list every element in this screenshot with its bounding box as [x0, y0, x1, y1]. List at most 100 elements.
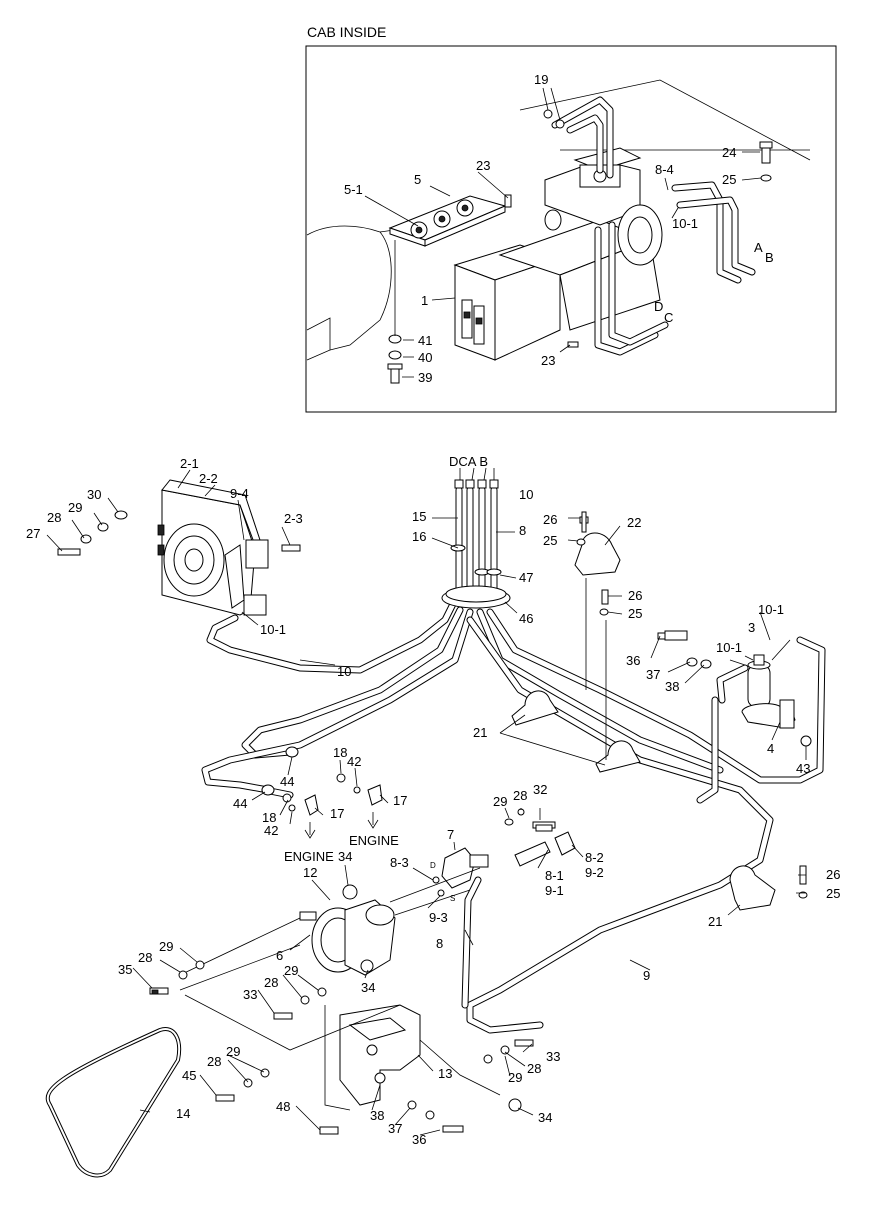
callout-34-bottom: 34	[538, 1110, 552, 1125]
callout-10-1-mid: 10-1	[716, 640, 742, 655]
callout-3: 3	[748, 620, 755, 635]
callout-8-4: 8-4	[655, 162, 674, 177]
callout-6: 6	[276, 948, 283, 963]
fittings-left	[57, 510, 383, 839]
receiver-drier-3	[729, 639, 796, 729]
main-callouts: 2-1 2-2 9-4 2-3 30 29 28 27 10-1 10 DCA …	[26, 454, 840, 1147]
blower-housing	[544, 147, 663, 266]
main-leaders	[46, 467, 807, 1136]
callout-35: 35	[118, 962, 132, 977]
callout-24: 24	[722, 145, 736, 160]
refrigerant-lines	[201, 486, 826, 1034]
callout-40: 40	[418, 350, 432, 365]
callout-39: 39	[418, 370, 432, 385]
callout-5: 5	[414, 172, 421, 187]
callout-47: 47	[519, 570, 533, 585]
port-d-label: D	[430, 861, 436, 870]
callout-8-1: 8-1	[545, 868, 564, 883]
callout-36-bottom: 36	[412, 1132, 426, 1147]
callout-37-drier: 37	[646, 667, 660, 682]
callout-4: 4	[767, 741, 774, 756]
callout-38-drier: 38	[665, 679, 679, 694]
port-s-label: S	[450, 894, 455, 903]
callout-29-right: 29	[508, 1070, 522, 1085]
callout-28: 28	[47, 510, 61, 525]
callout-28-lower: 28	[138, 950, 152, 965]
callout-9-1: 9-1	[545, 883, 564, 898]
callout-8-3: 8-3	[390, 855, 409, 870]
callout-21-top: 21	[473, 725, 487, 740]
callout-2-2: 2-2	[199, 471, 218, 486]
callout-14: 14	[176, 1106, 190, 1121]
callout-30: 30	[87, 487, 101, 502]
callout-25-clamp: 25	[543, 533, 557, 548]
callout-8: 8	[519, 523, 526, 538]
callout-18-top: 18	[333, 745, 347, 760]
callout-28-mid: 28	[513, 788, 527, 803]
callout-1: 1	[421, 293, 428, 308]
callout-29-lower: 29	[159, 939, 173, 954]
callout-26-clamp: 26	[543, 512, 557, 527]
callout-2-3: 2-3	[284, 511, 303, 526]
callout-28-comp: 28	[264, 975, 278, 990]
callout-19: 19	[534, 72, 548, 87]
callout-16: 16	[412, 529, 426, 544]
callout-5-1: 5-1	[344, 182, 363, 197]
callout-22: 22	[627, 515, 641, 530]
callout-41: 41	[418, 333, 432, 348]
cab-outline	[306, 221, 451, 361]
compressor-6	[179, 867, 481, 991]
callout-2-1: 2-1	[180, 456, 199, 471]
control-panel-5	[388, 195, 507, 247]
callout-29-belt: 29	[226, 1044, 240, 1059]
callout-21-right: 21	[708, 914, 722, 929]
callout-46: 46	[519, 611, 533, 626]
callout-44-top: 44	[280, 774, 294, 789]
callout-18-left: 18	[262, 810, 276, 825]
engine-label-left: ENGINE	[284, 849, 334, 864]
evaporator-unit	[157, 479, 269, 616]
inset-hoses	[551, 96, 756, 356]
engine-label-right: ENGINE	[349, 833, 399, 848]
fitting-7-assembly: D S	[430, 808, 576, 903]
callout-13: 13	[438, 1066, 452, 1081]
callout-37-bottom: 37	[388, 1121, 402, 1136]
callout-25: 25	[722, 172, 736, 187]
callout-42-left: 42	[264, 823, 278, 838]
callout-10-1-evap: 10-1	[260, 622, 286, 637]
callout-44-left: 44	[233, 796, 247, 811]
port-label-c: C	[664, 310, 673, 325]
callout-28-belt: 28	[207, 1054, 221, 1069]
clamp-22	[574, 532, 621, 760]
callout-33-right: 33	[546, 1049, 560, 1064]
callout-48: 48	[276, 1099, 290, 1114]
inset-frame	[305, 45, 837, 413]
callout-25-right: 25	[826, 886, 840, 901]
cab-inside-inset: CAB INSIDE	[305, 24, 837, 413]
callout-17-right: 17	[393, 793, 407, 808]
callout-10-1: 10-1	[672, 216, 698, 231]
callout-26-drier: 26	[628, 588, 642, 603]
callout-10-pipe: 10	[519, 487, 533, 502]
callout-28-right: 28	[527, 1061, 541, 1076]
callout-32: 32	[533, 782, 547, 797]
callout-27: 27	[26, 526, 40, 541]
port-label-b: B	[765, 250, 774, 265]
callout-29-mid: 29	[493, 794, 507, 809]
pipe-letters-dcab: DCA B	[449, 454, 488, 469]
callout-34-comp: 34	[361, 980, 375, 995]
callout-9-3: 9-3	[429, 910, 448, 925]
callout-12: 12	[303, 865, 317, 880]
port-label-a: A	[754, 240, 763, 255]
inset-fasteners	[387, 109, 773, 384]
callout-9: 9	[643, 968, 650, 983]
fasteners-bottom	[149, 824, 808, 1135]
cab-seat-outline	[329, 231, 392, 351]
callout-45: 45	[182, 1068, 196, 1083]
callout-8-2: 8-2	[585, 850, 604, 865]
callout-23-top: 23	[476, 158, 490, 173]
callout-15: 15	[412, 509, 426, 524]
callout-23-bottom: 23	[541, 353, 555, 368]
callout-8-lower: 8	[436, 936, 443, 951]
